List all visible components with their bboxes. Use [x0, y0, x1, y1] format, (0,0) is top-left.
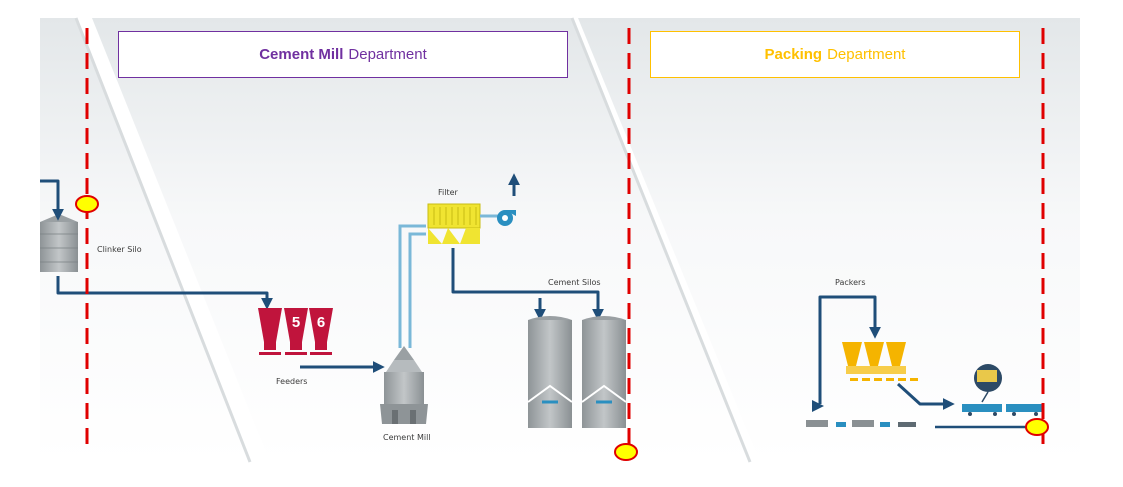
panel-left	[40, 18, 250, 462]
department-title-rest: Department	[348, 46, 427, 63]
panel-edge	[74, 17, 252, 463]
department-title-bold: Cement Mill	[259, 46, 344, 63]
panel-edge	[570, 17, 752, 463]
markers[interactable]	[75, 195, 1049, 461]
clinker-silo-label: Clinker Silo	[97, 245, 142, 254]
boundary-marker	[614, 443, 638, 461]
elevator-lines	[398, 224, 426, 348]
cement-silo	[527, 316, 573, 428]
flow-arrow	[40, 179, 64, 221]
feeder-number: 5	[292, 314, 300, 331]
fan-icon	[497, 210, 516, 226]
feeder-number: 6	[317, 314, 325, 331]
cement-mill-department-header: Cement Mill Department	[118, 31, 568, 78]
packer-discharge	[850, 378, 918, 381]
cement-mill-label: Cement Mill	[383, 433, 431, 442]
bag-trucks	[806, 420, 916, 427]
flow-lines	[40, 173, 1040, 429]
filter-label: Filter	[438, 188, 459, 197]
arrow-head	[812, 400, 824, 412]
flow-arrow	[56, 276, 273, 310]
clinker-silo	[40, 214, 78, 272]
boundary-lines	[85, 28, 1045, 446]
packing-department-header: Packing Department	[650, 31, 1020, 78]
truck-icon	[962, 364, 1042, 416]
cement-mill	[380, 346, 428, 424]
flow-arrow	[896, 382, 955, 410]
cement-silo	[581, 316, 627, 428]
feeders: 5 6	[258, 308, 333, 355]
cement-silos-label: Cement Silos	[548, 278, 601, 287]
flow-arrow	[451, 248, 604, 321]
boundary-marker	[1025, 418, 1049, 436]
feeders-label: Feeders	[276, 377, 307, 386]
packers	[842, 342, 918, 381]
panel-packing	[578, 18, 1080, 462]
packers-label: Packers	[835, 278, 866, 287]
boundary-marker	[75, 195, 99, 213]
feeder-hopper	[309, 308, 333, 355]
department-title-bold: Packing	[764, 46, 823, 63]
feeder-hopper	[284, 308, 308, 355]
flow-arrow	[818, 295, 881, 404]
filter	[427, 203, 498, 244]
department-title-rest: Department	[827, 46, 906, 63]
feeder-hopper	[258, 308, 282, 355]
